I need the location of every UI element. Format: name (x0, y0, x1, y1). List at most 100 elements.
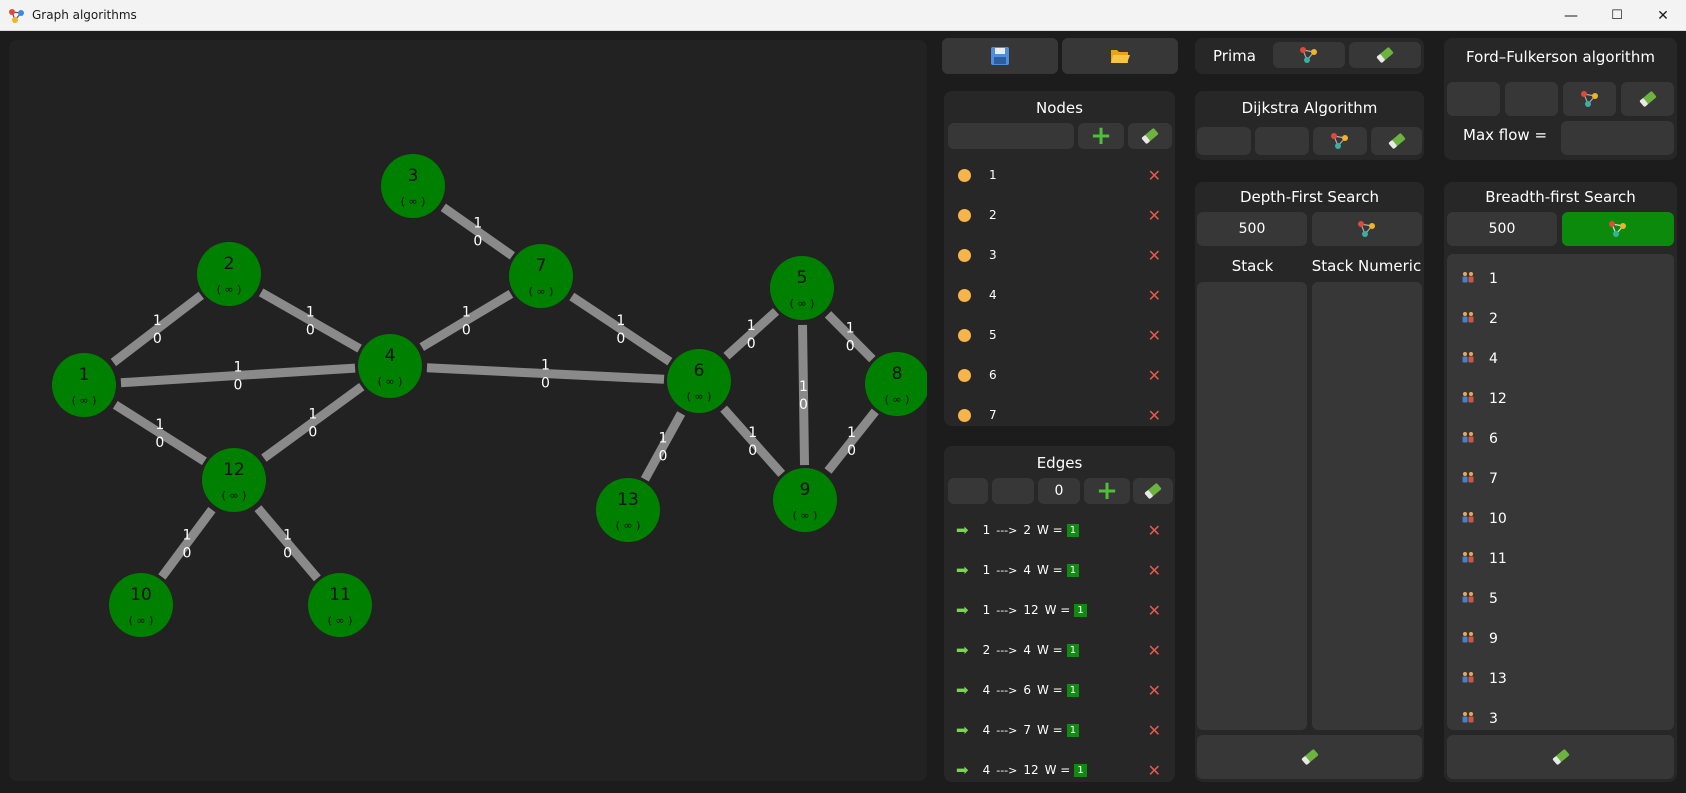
delete-icon[interactable]: ✕ (1147, 325, 1161, 345)
node-list-item[interactable]: 5✕ (944, 315, 1175, 355)
bfs-list-item: 1 (1447, 259, 1498, 299)
delete-icon[interactable]: ✕ (1147, 760, 1161, 780)
node-distance-label: ( ∞ ) (217, 283, 242, 296)
delete-icon[interactable]: ✕ (1147, 365, 1161, 385)
edge-from-input[interactable] (948, 478, 988, 504)
graph-edge[interactable] (254, 505, 321, 582)
delete-icon[interactable]: ✕ (1147, 520, 1161, 540)
ff-source-input[interactable] (1447, 82, 1500, 116)
clear-edges-button[interactable] (1133, 478, 1173, 504)
graph-node[interactable] (770, 256, 834, 320)
graph-edge[interactable] (824, 311, 876, 363)
clear-nodes-button[interactable] (1128, 123, 1172, 149)
edge-flow-label: 0 (155, 435, 164, 451)
graph-node[interactable] (865, 352, 927, 416)
delete-icon[interactable]: ✕ (1147, 205, 1161, 225)
node-list-item[interactable]: 2✕ (944, 195, 1175, 235)
bfs-delay-input[interactable]: 500 (1447, 212, 1557, 246)
save-button[interactable] (942, 38, 1058, 74)
dijkstra-clear-button[interactable] (1371, 127, 1422, 155)
delete-icon[interactable]: ✕ (1147, 600, 1161, 620)
delete-icon[interactable]: ✕ (1147, 640, 1161, 660)
node-list-item[interactable]: 1✕ (944, 155, 1175, 195)
minimize-button[interactable]: — (1564, 7, 1578, 24)
title-bar: Graph algorithms — ☐ ✕ (0, 0, 1686, 31)
graph-edge[interactable] (440, 203, 515, 260)
open-button[interactable] (1062, 38, 1178, 74)
delete-icon[interactable]: ✕ (1147, 560, 1161, 580)
graph-node[interactable] (773, 468, 837, 532)
node-list-item[interactable]: 3✕ (944, 235, 1175, 275)
dijkstra-run-button[interactable] (1313, 127, 1367, 155)
edge-weight-label: 1 (462, 304, 471, 320)
graph-edge[interactable] (720, 405, 786, 477)
node-list-item[interactable]: 4✕ (944, 275, 1175, 315)
node-list-item[interactable]: 7✕ (944, 395, 1175, 423)
graph-edge[interactable] (419, 290, 514, 351)
node-name-input[interactable] (948, 123, 1074, 149)
close-button[interactable]: ✕ (1657, 7, 1669, 24)
delete-icon[interactable]: ✕ (1147, 720, 1161, 740)
graph-node[interactable] (596, 478, 660, 542)
graph-edge[interactable] (110, 291, 204, 367)
bfs-run-button[interactable] (1562, 212, 1674, 246)
node-list-item[interactable]: 6✕ (944, 355, 1175, 395)
edge-from-label: 4 (982, 683, 991, 697)
bfs-clear-button[interactable] (1447, 735, 1674, 779)
prima-clear-button[interactable] (1349, 42, 1421, 68)
graph-node[interactable] (109, 573, 173, 637)
dfs-delay-input[interactable]: 500 (1197, 212, 1307, 246)
graph-node[interactable] (509, 244, 573, 308)
graph-node[interactable] (52, 353, 116, 417)
delete-icon[interactable]: ✕ (1147, 245, 1161, 265)
graph-edge[interactable] (824, 408, 879, 474)
graph-edge[interactable] (258, 288, 362, 353)
delete-icon[interactable]: ✕ (1147, 405, 1161, 424)
add-node-button[interactable]: + (1078, 121, 1124, 151)
graph-edge[interactable] (640, 411, 686, 482)
graph-node[interactable] (358, 334, 422, 398)
graph-edge[interactable] (261, 383, 365, 462)
node-id-label: 5 (797, 268, 808, 288)
ford-fulkerson-panel: Ford–Fulkerson algorithm Max flow = (1444, 38, 1677, 160)
graph-node[interactable] (308, 573, 372, 637)
dijkstra-from-input[interactable] (1197, 127, 1251, 155)
ff-sink-input[interactable] (1505, 82, 1558, 116)
edge-to-input[interactable] (992, 478, 1034, 504)
graph-edge[interactable] (158, 506, 216, 580)
graph-node[interactable] (667, 349, 731, 413)
delete-icon[interactable]: ✕ (1147, 680, 1161, 700)
ff-clear-button[interactable] (1621, 82, 1674, 116)
graph-edge[interactable] (120, 363, 356, 388)
graph-node[interactable] (197, 242, 261, 306)
delete-icon[interactable]: ✕ (1147, 165, 1161, 185)
delete-icon[interactable]: ✕ (1147, 285, 1161, 305)
dfs-clear-button[interactable] (1197, 735, 1422, 779)
edge-weight-input[interactable]: 0 (1038, 478, 1080, 504)
people-icon (1461, 271, 1475, 287)
dijkstra-to-input[interactable] (1255, 127, 1309, 155)
graph-edge[interactable] (723, 308, 780, 360)
graph-node[interactable] (202, 448, 266, 512)
graph-node[interactable] (381, 154, 445, 218)
graph-edge[interactable] (798, 324, 810, 466)
prima-run-button[interactable] (1273, 42, 1345, 68)
graph-edge[interactable] (112, 400, 207, 466)
add-edge-button[interactable]: + (1084, 476, 1130, 506)
graph-edge[interactable] (426, 363, 665, 384)
maximize-button[interactable]: ☐ (1611, 8, 1623, 23)
ff-run-button[interactable] (1563, 82, 1616, 116)
node-id-label: 4 (385, 346, 396, 366)
graph-edge[interactable] (569, 292, 673, 366)
people-icon (1461, 711, 1475, 727)
dfs-run-button[interactable] (1312, 212, 1422, 246)
